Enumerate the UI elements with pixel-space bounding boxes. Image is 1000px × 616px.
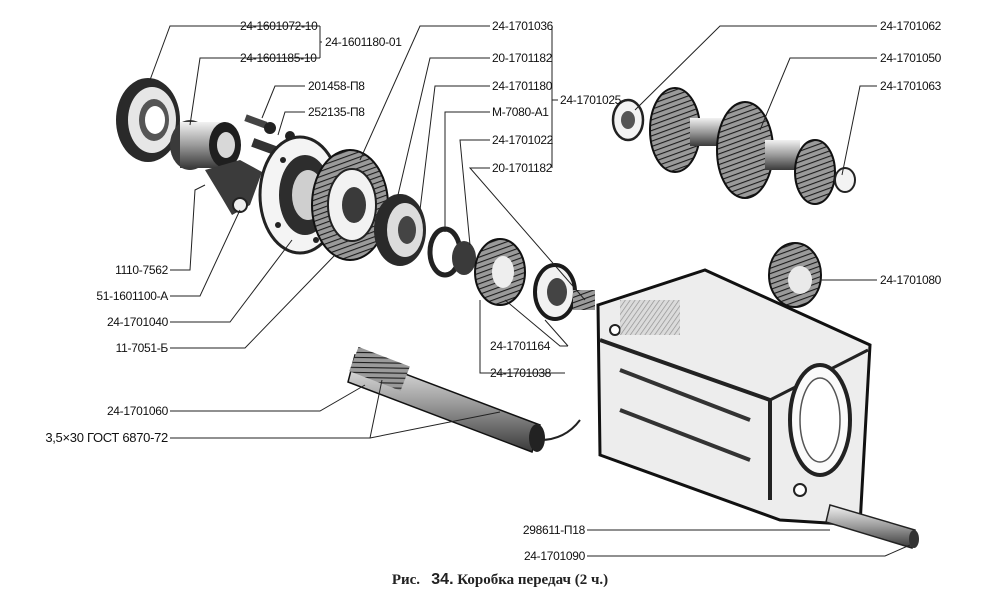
caption-title: Коробка передач (2 ч.) <box>457 572 609 588</box>
gear-part <box>474 238 526 306</box>
reverse-gear-part <box>768 242 822 308</box>
label-p14: 24-1701050 <box>880 51 942 65</box>
label-p13: 24-1701062 <box>880 19 942 33</box>
label-p3: 24-1601180-01 <box>325 35 402 49</box>
coupling-part <box>170 120 241 170</box>
label-p12: 24-1701025 <box>560 93 622 107</box>
main-shaft-part <box>347 346 581 453</box>
label-p5: 252135-П8 <box>308 105 365 119</box>
label-p1: 24-1601072-10 <box>240 19 318 33</box>
label-p26: 24-1701090 <box>523 549 585 563</box>
bearing-part <box>116 78 180 162</box>
countershaft-part <box>611 87 856 205</box>
label-p23: 24-1701060 <box>106 404 168 418</box>
label-p22: 24-1701038 <box>490 366 552 380</box>
label-p15: 24-1701063 <box>880 79 942 93</box>
label-p24: 3,5×30 ГОСТ 6870-72 <box>45 430 168 445</box>
label-p9: М-7080-А1 <box>492 105 549 119</box>
label-p18: 51-1601100-А <box>96 289 168 303</box>
label-p11: 20-1701182 <box>492 161 553 175</box>
fork-part <box>205 160 262 215</box>
label-p7: 20-1701182 <box>492 51 553 65</box>
label-p10: 24-1701022 <box>492 133 554 147</box>
label-p19: 24-1701040 <box>106 315 168 329</box>
label-p4: 201458-П8 <box>308 79 365 93</box>
reverse-shaft-part <box>825 504 919 549</box>
gearbox-case-part <box>596 268 872 527</box>
label-p25: 298611-П18 <box>522 523 585 537</box>
label-p17: 1110-7562 <box>115 263 168 277</box>
label-p16: 24-1701080 <box>880 273 942 287</box>
label-p21: 24-1701164 <box>490 339 551 353</box>
synchro-cone-part <box>533 263 595 321</box>
figure-caption: Рис. 34. Коробка передач (2 ч.) <box>0 571 1000 589</box>
label-p2: 24-1601185-10 <box>240 51 317 65</box>
label-p8: 24-1701180 <box>492 79 553 93</box>
main-bearing-part <box>374 194 426 266</box>
caption-number: 34. <box>431 571 454 588</box>
label-p6: 24-1701036 <box>492 19 554 33</box>
leader-lines <box>149 25 911 557</box>
label-p20: 11-7051-Б <box>115 341 169 355</box>
caption-prefix: Рис. <box>391 572 421 588</box>
